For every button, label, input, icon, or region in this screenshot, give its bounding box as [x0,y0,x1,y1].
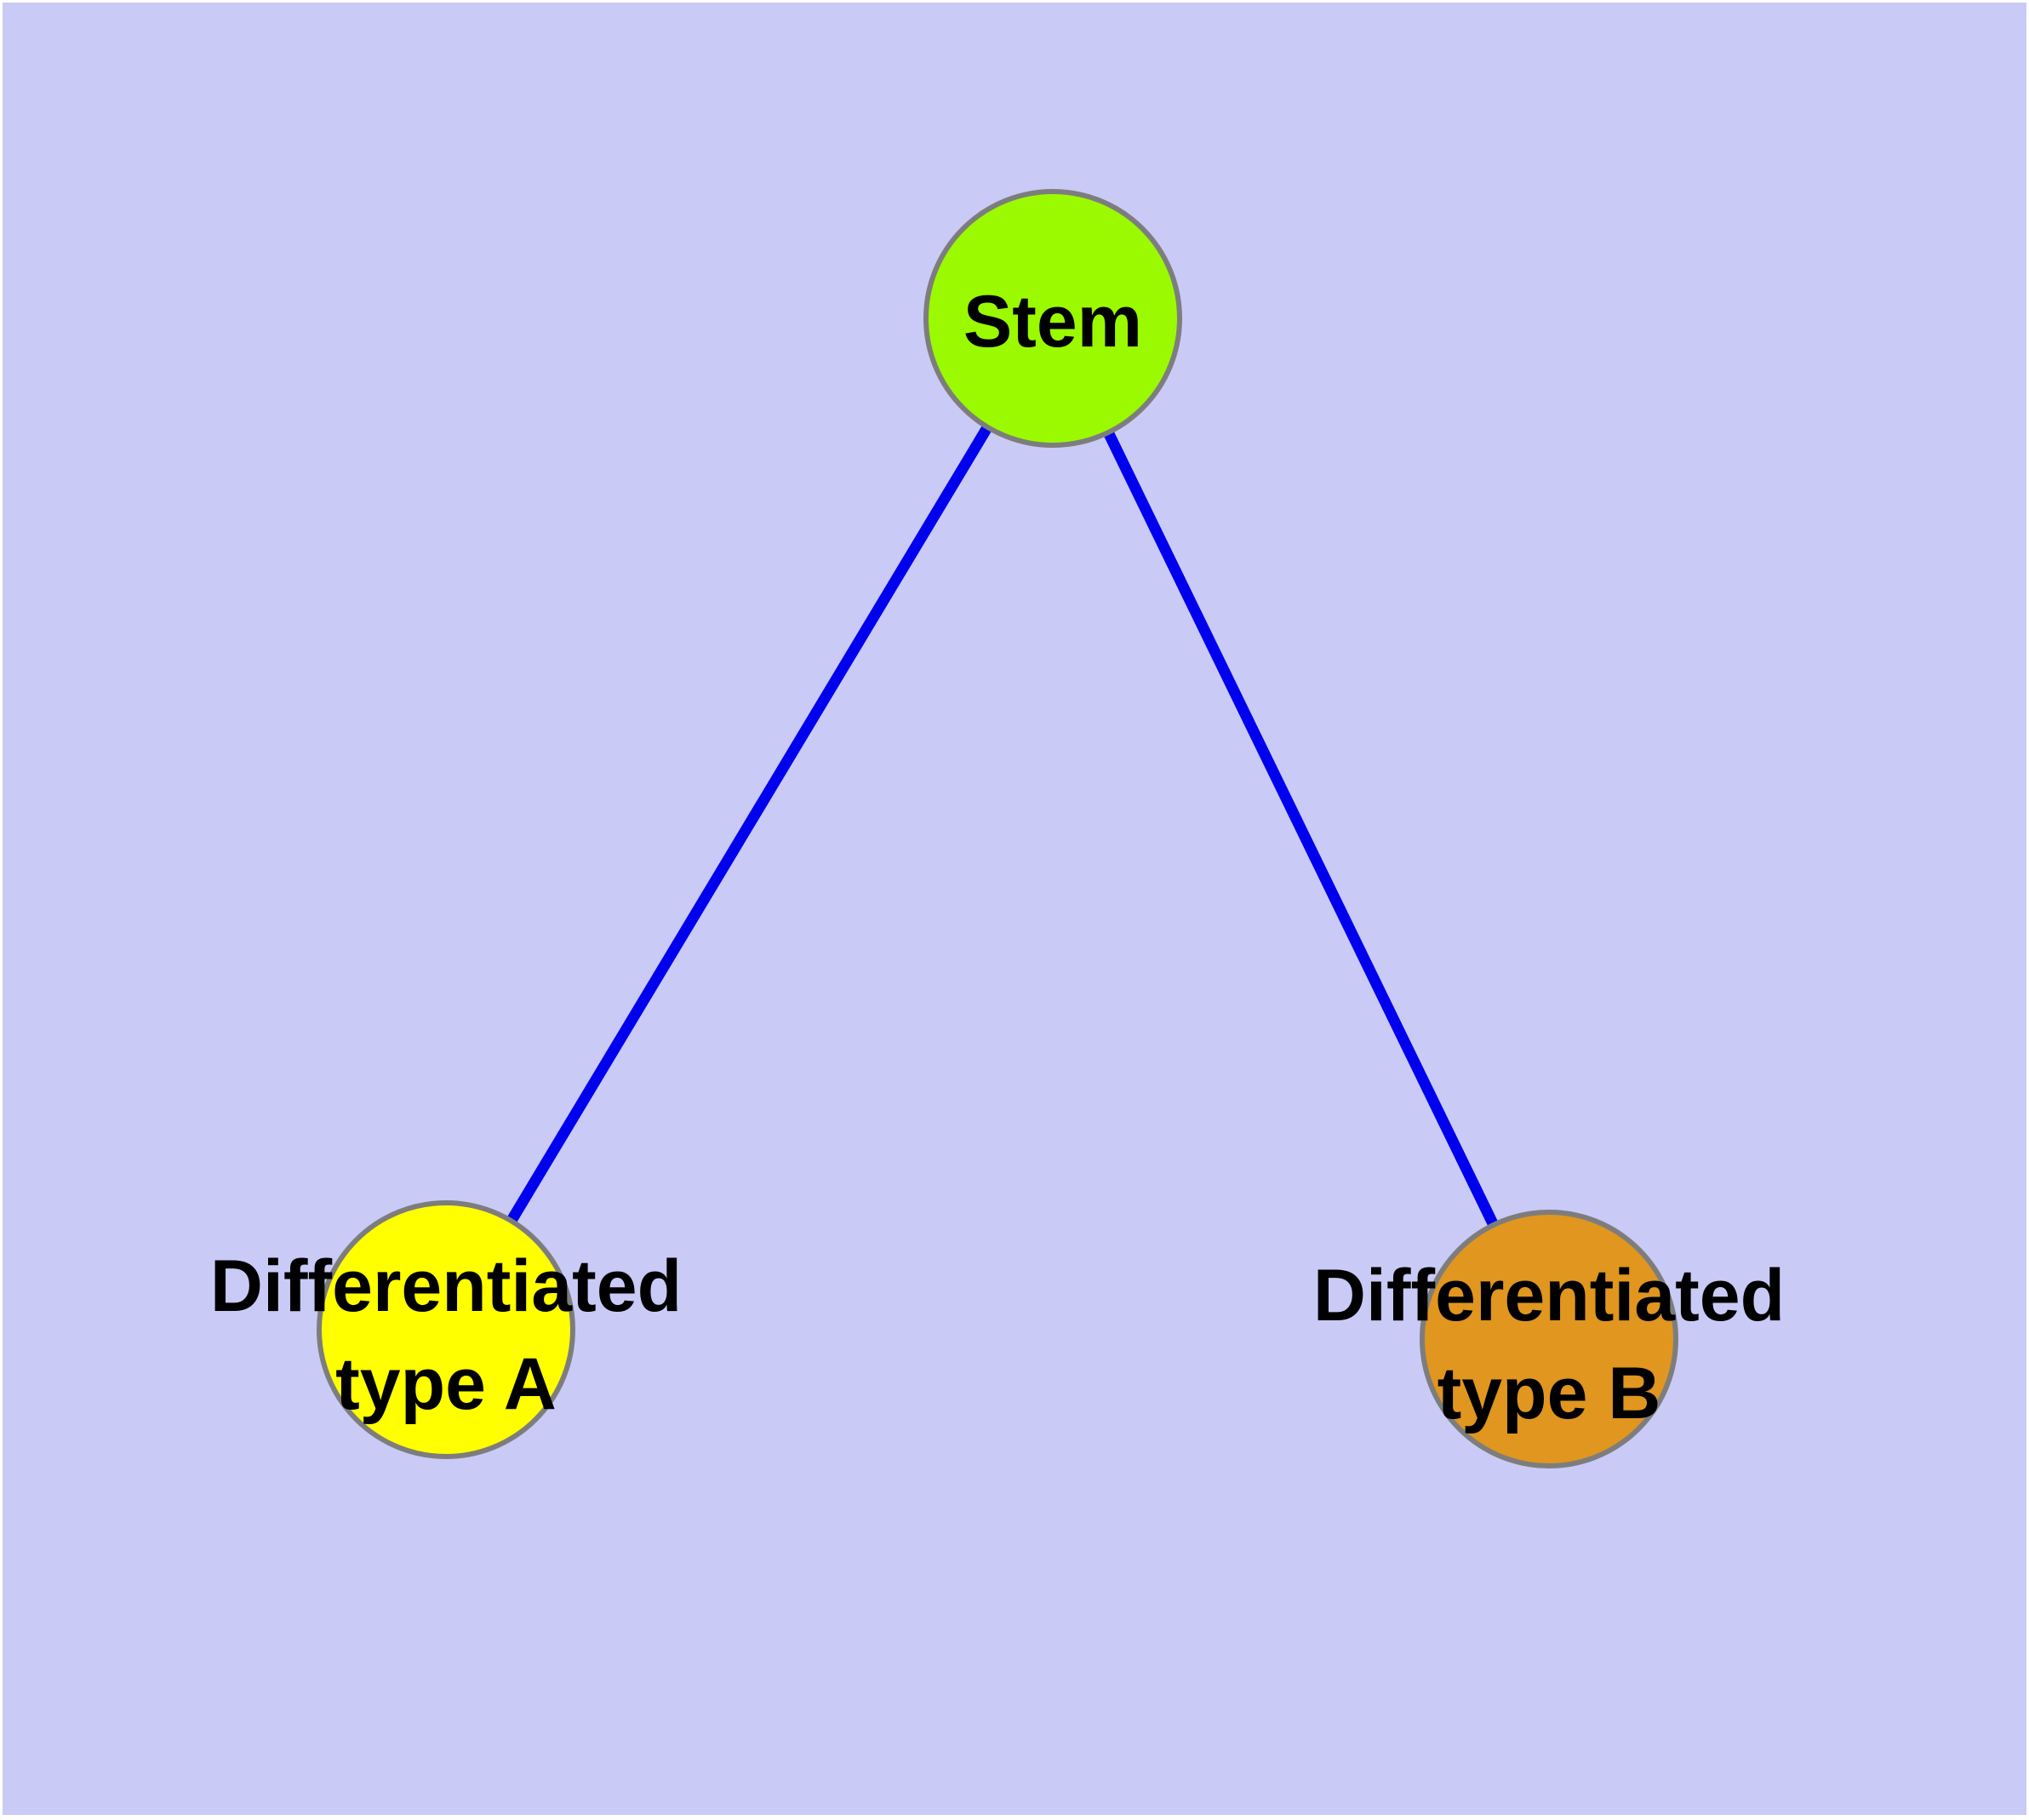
node-stem-label: Stem [963,281,1142,363]
edge-stem-to-type-a [441,315,1058,1333]
node-stem [923,189,1182,448]
edge-stem-to-type-b [1048,316,1554,1342]
node-type-b-label-line-2: type B [1437,1353,1661,1434]
node-type-a-label-line-1: Differentiated [210,1245,682,1327]
node-differentiated-type-b [1420,1210,1678,1468]
node-type-b-label-line-1: Differentiated [1313,1255,1785,1336]
node-type-a-label-line-2: type A [335,1343,557,1425]
node-differentiated-type-a [317,1200,575,1459]
